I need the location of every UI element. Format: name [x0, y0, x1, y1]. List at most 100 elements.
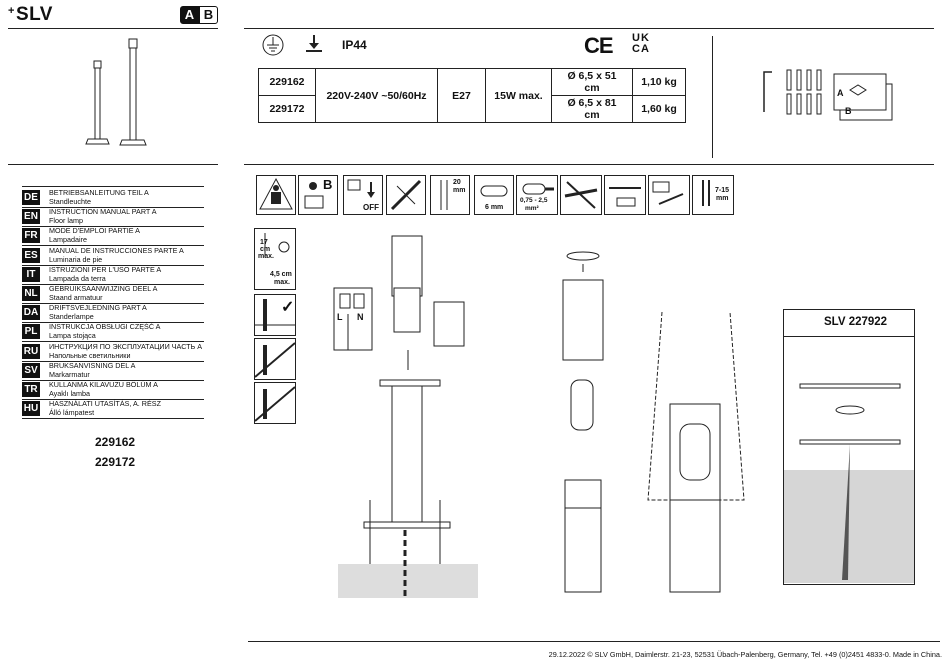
no-drilling-icon: [386, 175, 426, 215]
part-badge: A B: [180, 6, 218, 24]
language-title: DRIFTSVEJLEDNING PART A: [49, 303, 147, 313]
bulb-insertion-diagram: [562, 251, 604, 593]
box-a-label: A: [837, 88, 844, 98]
box-b-label: B: [845, 106, 852, 116]
language-code: ES: [22, 247, 40, 263]
spec-power: 15W max.: [485, 68, 552, 123]
cross-unit-label: mm²: [525, 205, 539, 212]
language-product: Ayaklı lamba: [49, 389, 91, 398]
language-product: Lampada da terra: [49, 273, 106, 283]
spec-weight: 1,60 kg: [632, 95, 686, 123]
ukca-mark: UK CA: [632, 33, 650, 55]
part-b-badge: B: [199, 6, 218, 24]
off-label: OFF: [363, 203, 379, 212]
language-title: BETRIEBSANLEITUNG TEIL A: [49, 188, 149, 197]
language-code: RU: [22, 343, 40, 359]
lamp-17-label: 17: [260, 239, 268, 246]
shade-assembly-diagram: [647, 311, 745, 593]
spec-row: 229172 Ø 6,5 x 81 cm 1,60 kg: [258, 95, 686, 123]
lamp-45-max-label: max.: [274, 279, 290, 286]
brand-logo: +SLV: [8, 4, 53, 25]
ip-rating: IP44: [342, 38, 367, 52]
language-code: SV: [22, 362, 40, 378]
spec-table: 229162 220V-240V ~50/60Hz E27 15W max. Ø…: [258, 68, 686, 123]
cable-diameter-icon: 6 mm: [474, 175, 514, 215]
language-product: Floor lamp: [49, 216, 83, 226]
manual-b-label: B: [323, 177, 333, 192]
language-code: IT: [22, 266, 40, 282]
strip-mm-label: mm: [453, 187, 466, 194]
strip-20-label: 20: [453, 179, 461, 186]
spec-dimensions: Ø 6,5 x 51 cm: [551, 68, 633, 96]
language-code: NL: [22, 286, 40, 301]
terminal-n-label: N: [357, 312, 364, 322]
language-product: Lampa stojąca: [49, 331, 96, 341]
language-title: INSTRUCTION MANUAL PART A: [49, 207, 157, 217]
power-off-icon: OFF: [343, 175, 383, 215]
spec-voltage: 220V-240V ~50/60Hz: [315, 68, 438, 123]
footer-text: 29.12.2022 © SLV GmbH, Daimlerstr. 21-23…: [548, 650, 942, 659]
ukca-bottom: CA: [632, 43, 650, 55]
strip-length-icon: 20 mm: [430, 175, 470, 215]
language-code: HU: [22, 401, 40, 417]
spec-dimensions: Ø 6,5 x 81 cm: [551, 95, 633, 123]
conductor-strip-icon: 7-15 mm: [692, 175, 734, 215]
wire-ferrule-icon: [604, 175, 646, 215]
language-product: Напольные светильники: [49, 350, 131, 360]
spec-weight: 1,10 kg: [632, 68, 686, 96]
correct-installation-icon: ✓: [254, 294, 296, 336]
language-title: KULLANMA KILAVUZU BÖLÜM A: [49, 380, 158, 389]
language-product: Lampadaire: [49, 235, 87, 245]
strip-7-15-label: 7-15: [715, 187, 730, 194]
language-title: HASZNÁLATI UTASÍTÁS, A. RÉSZ: [49, 399, 161, 409]
spec-article: 229162: [258, 68, 316, 96]
language-code: TR: [22, 382, 40, 397]
language-title: ISTRUZIONI PER L'USO PARTE A: [49, 264, 162, 274]
spec-row: 229162 220V-240V ~50/60Hz E27 15W max. Ø…: [258, 68, 686, 123]
crimp-tool-icon: [648, 175, 690, 215]
section-rule-left: [8, 164, 218, 165]
lamp-max-label: max.: [258, 253, 274, 260]
package-contents-illustration: [763, 69, 893, 121]
strip-7-15-unit-label: mm: [716, 195, 729, 202]
bulb-distance-icon: 17 cm max. 4,5 cm max.: [254, 228, 296, 290]
language-title: MODE D'EMPLOI PARTIE A: [49, 226, 140, 236]
language-title: ИНСТРУКЦИЯ ПО ЭКСПЛУАТАЦИИ ЧАСТЬ A: [49, 341, 203, 351]
accessory-label: SLV 227922: [824, 316, 888, 328]
no-stranded-wire-icon: [560, 175, 602, 215]
language-code: EN: [22, 209, 40, 225]
language-product: Markarmatur: [49, 369, 90, 379]
header-divider: [712, 36, 713, 158]
ce-mark: CE: [584, 33, 614, 58]
product-silhouettes: [85, 38, 147, 146]
accessory-box: [783, 309, 915, 585]
spec-socket: E27: [437, 68, 486, 123]
language-product: Luminaria de pie: [49, 254, 103, 264]
language-code: PL: [22, 324, 40, 340]
language-product: Álló lámpatest: [49, 408, 95, 418]
spec-article: 229172: [258, 95, 316, 123]
check-mark: ✓: [281, 299, 295, 316]
language-product: Staand armatuur: [49, 293, 103, 302]
language-product: Standerlampe: [49, 312, 94, 322]
language-product: Standleuchte: [49, 197, 91, 206]
language-code: FR: [22, 228, 40, 244]
electrician-warning-icon: [256, 175, 296, 215]
cross-section-icon: 0,75 - 2,5 mm²: [516, 175, 558, 215]
footer-rule: [248, 641, 940, 642]
cross-section-label: 0,75 - 2,5: [520, 197, 548, 204]
six-mm-label: 6 mm: [485, 204, 504, 211]
language-title: GEBRUIKSAANWIJZING DEEL A: [49, 284, 158, 293]
language-title: MANUAL DE INSTRUCCIONES PARTE A: [49, 245, 184, 255]
